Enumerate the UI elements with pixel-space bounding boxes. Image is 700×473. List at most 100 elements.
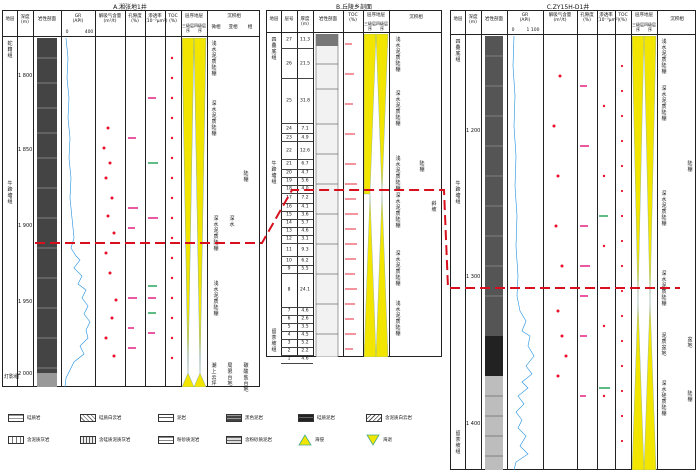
b-layer-no: 20 [286,170,292,176]
c-formation-bottom: 留茶坡组 [455,431,461,455]
b-layer-thickness: 6.2 [301,258,309,264]
b-layer-no: 15 [286,212,292,218]
b-layer-thickness: 6.7 [301,161,309,167]
a-h-gas: 解吸气含量 (m³/t) [98,14,122,24]
c-h-phi: 孔隙度 (%) [580,13,594,23]
c-perm-markers [599,104,610,398]
legend-item-siliceous-mudstone: 硅质泥岩 [298,414,335,422]
c-h-facies: 沉积相 [670,17,684,22]
a-porosity-markers [128,137,138,349]
c-h-depth: 深度 (m) [468,15,478,25]
b-h-thk: 厚度(m) [300,17,310,27]
a-subfacies-2: 深水 [229,216,235,228]
c-formation-top: 四叠底组 [455,39,461,63]
a-h-strat: 地层 [5,17,15,22]
panel-c-frame: 地层 深度 (m) 岩性剖面 GR (API) 解吸气含量 (m³/t) 孔隙度… [450,10,696,470]
b-seq-sub-4: 四级层序 [376,21,388,31]
a-h-phi: 孔隙度 (%) [128,14,142,24]
c-seq-sub-3: 三级层序 [632,22,644,32]
panel-a: A.湘张地1井 地层 深度 (m) 岩性剖面 GR (API) 解吸气含量 (m… [0,0,262,400]
a-depth-1900: 1 900 [18,223,33,229]
b-layer-thickness: 24.1 [299,287,311,293]
a-sequence-column [182,38,207,387]
b-h-strat: 地层 [269,17,279,22]
legend-swatch-argillaceous-limestone [8,436,24,444]
a-depth-1800: 1 800 [18,73,33,79]
b-layer-thickness: 3.6 [301,212,309,218]
b-layer-no: 16 [286,204,292,210]
b-layer-no: 27 [286,37,292,43]
b-layer-no: 8 [287,287,291,293]
legend-item-argillaceous-dolomite: 含泥质白云岩 [366,414,412,422]
a-seq-sub-4: 四级层序 [194,23,206,33]
c-depth-1300: 1 300 [466,274,481,280]
b-toc-markers [345,43,358,350]
a-lithology-column [37,38,57,387]
a-perm-markers [148,97,158,334]
c-subfacies-3: 陆棚 [687,391,693,403]
b-layer-no: 10 [286,258,292,264]
panel-b-frame: 地层 层号 厚度(m) 岩性剖面 TOC (%) 层序地层 沉积相 三级层序 四… [266,10,442,364]
b-layer-no: 6 [287,316,291,322]
b-layer-no: 26 [286,61,292,67]
b-layer-no: 23 [286,135,292,141]
panel-c-header [451,11,695,35]
legend-swatch-siliceous-mudstone [298,414,314,422]
b-layer-thickness: 4.7 [301,170,309,176]
panel-a-frame: 地层 深度 (m) 岩性剖面 GR (API) 解吸气含量 (m³/t) 孔隙度… [2,10,260,393]
c-microfacies-5: 泥质盆地 [661,333,667,357]
a-microfacies-4: 浅水泥质陆棚 [213,281,219,317]
legend-swatch-argillaceous-dolomite [366,414,382,422]
a-h-perm: 渗透率 (10⁻³μm²) [145,14,168,24]
legend-item-siliceous-dolomite: 硅质白云岩 [80,414,122,422]
b-h-facies: 沉积相 [409,15,423,20]
b-layer-no: 12 [286,236,292,242]
legend-swatch-mudstone [158,414,174,422]
c-seq-sub-4: 四级层序 [644,22,656,32]
b-layer-no: 3 [287,340,291,346]
c-subfacies-1: 陆棚 [687,161,693,173]
b-layer-no: 4 [287,332,291,338]
panel-b-header [267,11,441,33]
b-layer-thickness: 4.6 [301,308,309,314]
b-layer-thickness: 5.7 [301,220,309,226]
b-layer-no: 13 [286,228,292,234]
a-depth-1850: 1 850 [18,147,33,153]
c-microfacies-3: 深水泥质陆棚 [661,191,667,227]
c-h-litho: 岩性剖面 [485,17,503,22]
a-depth-1950: 1 950 [18,299,33,305]
b-layer-no: 18 [286,186,292,192]
a-h-litho: 岩性剖面 [38,17,56,22]
a-bottom-facies-2: 局限台地 [227,363,233,387]
a-subfacies-1: 陆棚 [243,171,249,183]
b-layer-no: 5 [287,324,291,330]
a-microfacies-1: 浅水泥质陆棚 [211,41,217,77]
b-layer-thickness: 2.2 [301,348,309,354]
legend-item-black-mudstone: 黑色泥岩 [226,414,263,422]
b-h-no: 层号 [284,17,294,22]
b-layer-no: 21 [286,161,292,167]
legend-item-transgression: 海侵 [298,434,324,446]
b-subfacies-2: 斜坡 [431,201,437,213]
b-layer-no: 19 [286,178,292,184]
a-h-gr: GR (API) [72,14,84,24]
legend-item-siliceous-limestone: 含硅质泥质灰岩 [80,436,131,444]
a-gas-markers [102,126,118,358]
b-layer-no: 9 [287,266,291,272]
b-formation-top: 四叠底组 [271,37,277,61]
b-layer-no: 14 [286,220,292,226]
